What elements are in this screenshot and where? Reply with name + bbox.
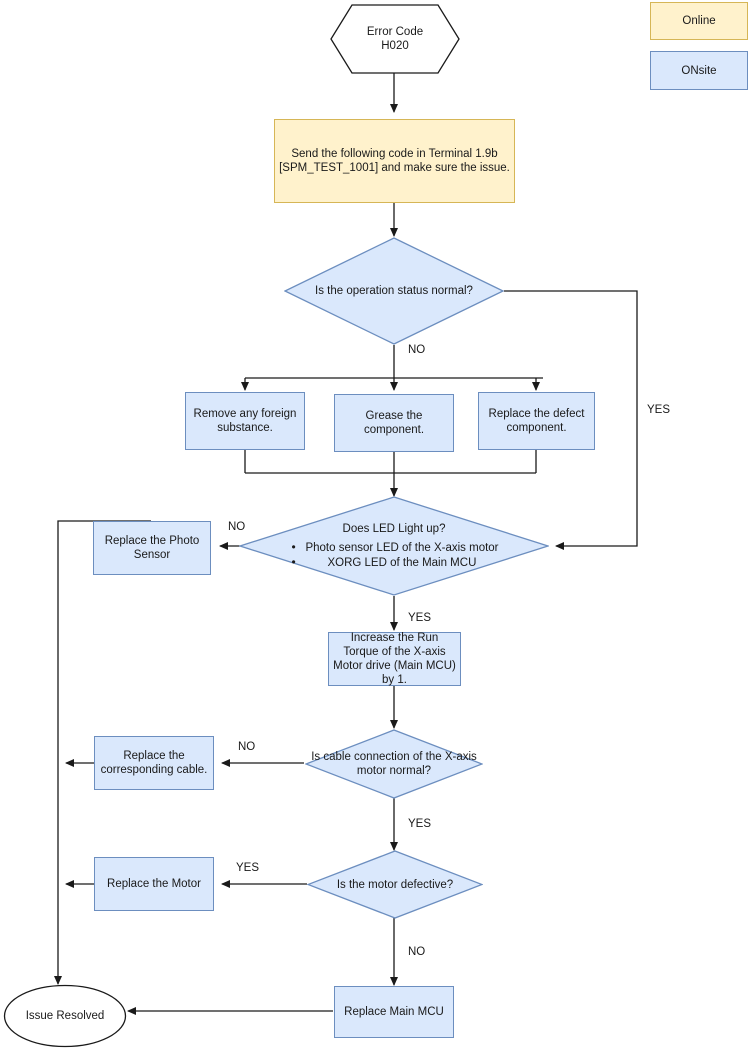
node-replace-defect-component-label: Replace the defect component. [488,408,585,434]
node-led-check-title: Does LED Light up? [342,522,446,535]
edge-label-motor-no: NO [408,946,426,958]
legend-label-onsite: ONsite [681,64,717,77]
node-replace-motor[interactable]: Replace the Motor [94,857,214,911]
edge-label-cable-no: NO [238,741,256,753]
led-bullet-xorg: XORG LED of the Main MCU [289,555,498,571]
node-replace-corresponding-cable-label: Replace the corresponding cable. [100,750,208,776]
edge-label-cable-yes: YES [408,818,432,830]
node-send-terminal-code[interactable]: Send the following code in Terminal 1.9b… [274,119,515,203]
node-increase-run-torque-label: Increase the Run Torque of the X-axis Mo… [333,632,456,686]
node-issue-resolved-label: Issue Resolved [25,1010,105,1022]
node-error-code-label: Error Code H020 [366,26,424,52]
node-led-check-bullets: Photo sensor LED of the X-axis motor XOR… [289,540,498,571]
node-replace-main-mcu-label: Replace Main MCU [344,1006,444,1018]
node-error-code-start[interactable]: Error Code H020 [330,4,460,74]
node-issue-resolved[interactable]: Issue Resolved [3,984,127,1048]
led-bullet-photo-sensor: Photo sensor LED of the X-axis motor [289,540,498,556]
node-remove-foreign-substance[interactable]: Remove any foreign substance. [185,392,305,450]
node-cable-connection-label: Is cable connection of the X-axis motor … [311,751,477,777]
edge-label-operation-status-no: NO [408,344,426,356]
node-grease-component-label: Grease the component. [363,410,425,436]
legend-item-online[interactable]: Online [650,2,748,40]
node-motor-defective-decision[interactable]: Is the motor defective? [307,850,483,919]
node-operation-status-label: Is the operation status normal? [315,285,473,297]
node-replace-main-mcu[interactable]: Replace Main MCU [334,986,454,1038]
node-led-check-content: Does LED Light up? Photo sensor LED of t… [239,496,549,596]
legend-item-onsite[interactable]: ONsite [650,51,748,90]
node-replace-motor-label: Replace the Motor [107,878,201,890]
node-replace-photo-sensor[interactable]: Replace the Photo Sensor [93,521,211,575]
edge-label-operation-status-yes: YES [647,404,671,416]
edge-label-led-no: NO [228,521,246,533]
node-replace-defect-component[interactable]: Replace the defect component. [478,392,595,450]
node-replace-photo-sensor-label: Replace the Photo Sensor [104,535,200,561]
node-replace-corresponding-cable[interactable]: Replace the corresponding cable. [94,736,214,790]
node-led-check-decision[interactable]: Does LED Light up? Photo sensor LED of t… [239,496,549,596]
node-remove-foreign-substance-label: Remove any foreign substance. [193,408,297,434]
edge-label-led-yes: YES [408,612,432,624]
node-send-terminal-code-label: Send the following code in Terminal 1.9b… [279,148,510,174]
node-increase-run-torque[interactable]: Increase the Run Torque of the X-axis Mo… [328,632,461,686]
node-operation-status-decision[interactable]: Is the operation status normal? [284,237,504,345]
node-cable-connection-decision[interactable]: Is cable connection of the X-axis motor … [305,729,483,799]
legend-label-online: Online [682,15,716,27]
node-grease-component[interactable]: Grease the component. [334,394,454,452]
node-motor-defective-label: Is the motor defective? [336,878,454,891]
edge-label-motor-yes: YES [236,862,260,874]
